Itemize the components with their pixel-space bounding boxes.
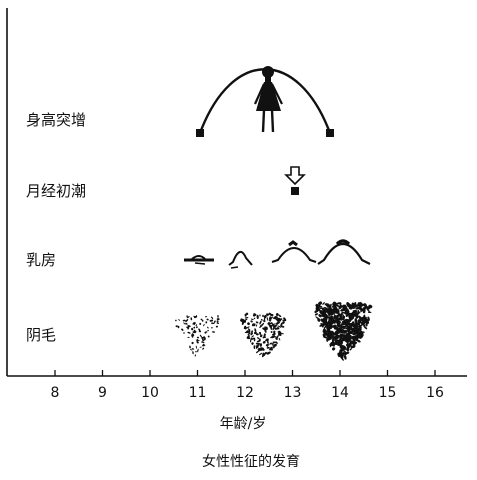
- x-tick-label: 11: [189, 385, 207, 401]
- x-tick-label: 8: [51, 385, 60, 401]
- row-label-breast: 乳房: [26, 251, 56, 269]
- x-axis-ticks: 8 9 10 11 12 13 14 15 16: [51, 370, 444, 401]
- x-tick-label: 15: [379, 385, 397, 401]
- growth-spurt-start-marker: [196, 129, 204, 137]
- x-tick-label: 9: [98, 385, 107, 401]
- girl-silhouette-icon: [253, 66, 283, 133]
- growth-spurt-end-marker: [326, 129, 334, 137]
- x-tick-label: 12: [236, 385, 254, 401]
- breast-stage-2: [228, 251, 253, 269]
- breast-stage-1: [184, 255, 214, 265]
- row-label-growth-spurt: 身高突增: [26, 111, 86, 129]
- row-label-menarche: 月经初潮: [26, 182, 86, 200]
- pubic-hair-stage-3: [314, 301, 373, 361]
- pubic-hair-stages: [175, 301, 373, 361]
- x-axis-label: 年龄/岁: [220, 416, 267, 432]
- breast-stages: [184, 239, 371, 269]
- down-arrow-icon: [284, 166, 306, 186]
- menarche-marker: [284, 166, 306, 195]
- x-tick-label: 13: [284, 385, 302, 401]
- x-tick-label: 16: [426, 385, 444, 401]
- pubic-hair-stage-1: [175, 314, 220, 357]
- row-label-pubic-hair: 阴毛: [26, 326, 56, 344]
- pubic-hair-stage-2: [240, 312, 287, 358]
- diagram-caption: 女性性征的发育: [202, 453, 300, 470]
- breast-stage-3: [271, 240, 317, 263]
- x-tick-label: 14: [331, 385, 349, 401]
- x-tick-label: 10: [141, 385, 159, 401]
- breast-stage-4: [317, 239, 371, 265]
